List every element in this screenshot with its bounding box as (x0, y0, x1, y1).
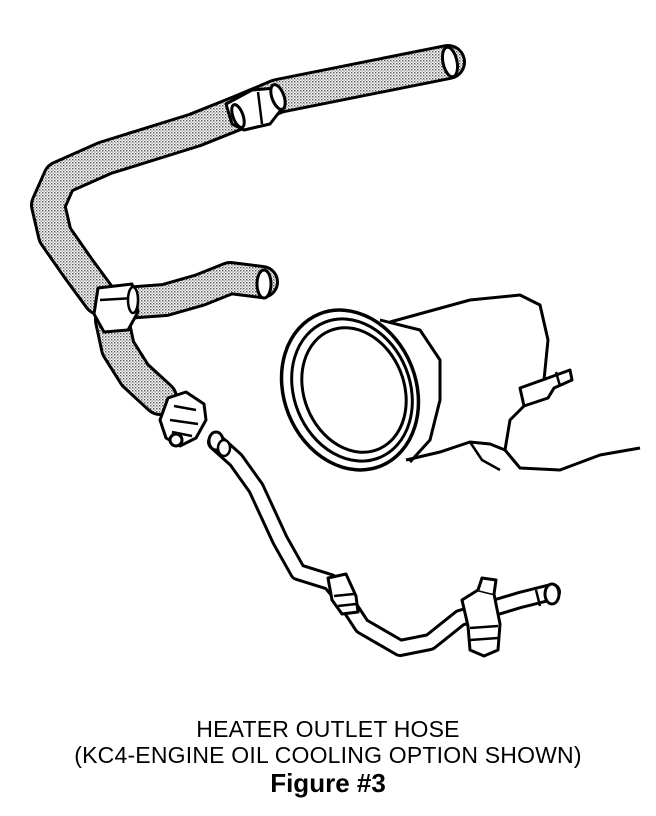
tube-bracket-clip (460, 576, 502, 658)
engine-outlet-housing (279, 293, 641, 472)
quick-connector (158, 390, 208, 448)
tube-clip-middle (326, 572, 360, 616)
tee-fitting (92, 282, 140, 334)
heater-outlet-hose-diagram (30, 44, 641, 658)
figure-number: Figure #3 (270, 768, 386, 798)
upper-heater-hose (30, 44, 466, 316)
lower-heater-hose (94, 302, 178, 416)
caption-title: HEATER OUTLET HOSE (196, 716, 460, 742)
branch-hose (108, 261, 279, 320)
hose-coupling (224, 83, 287, 132)
caption-subtitle: (KC4-ENGINE OIL COOLING OPTION SHOWN) (74, 742, 582, 768)
